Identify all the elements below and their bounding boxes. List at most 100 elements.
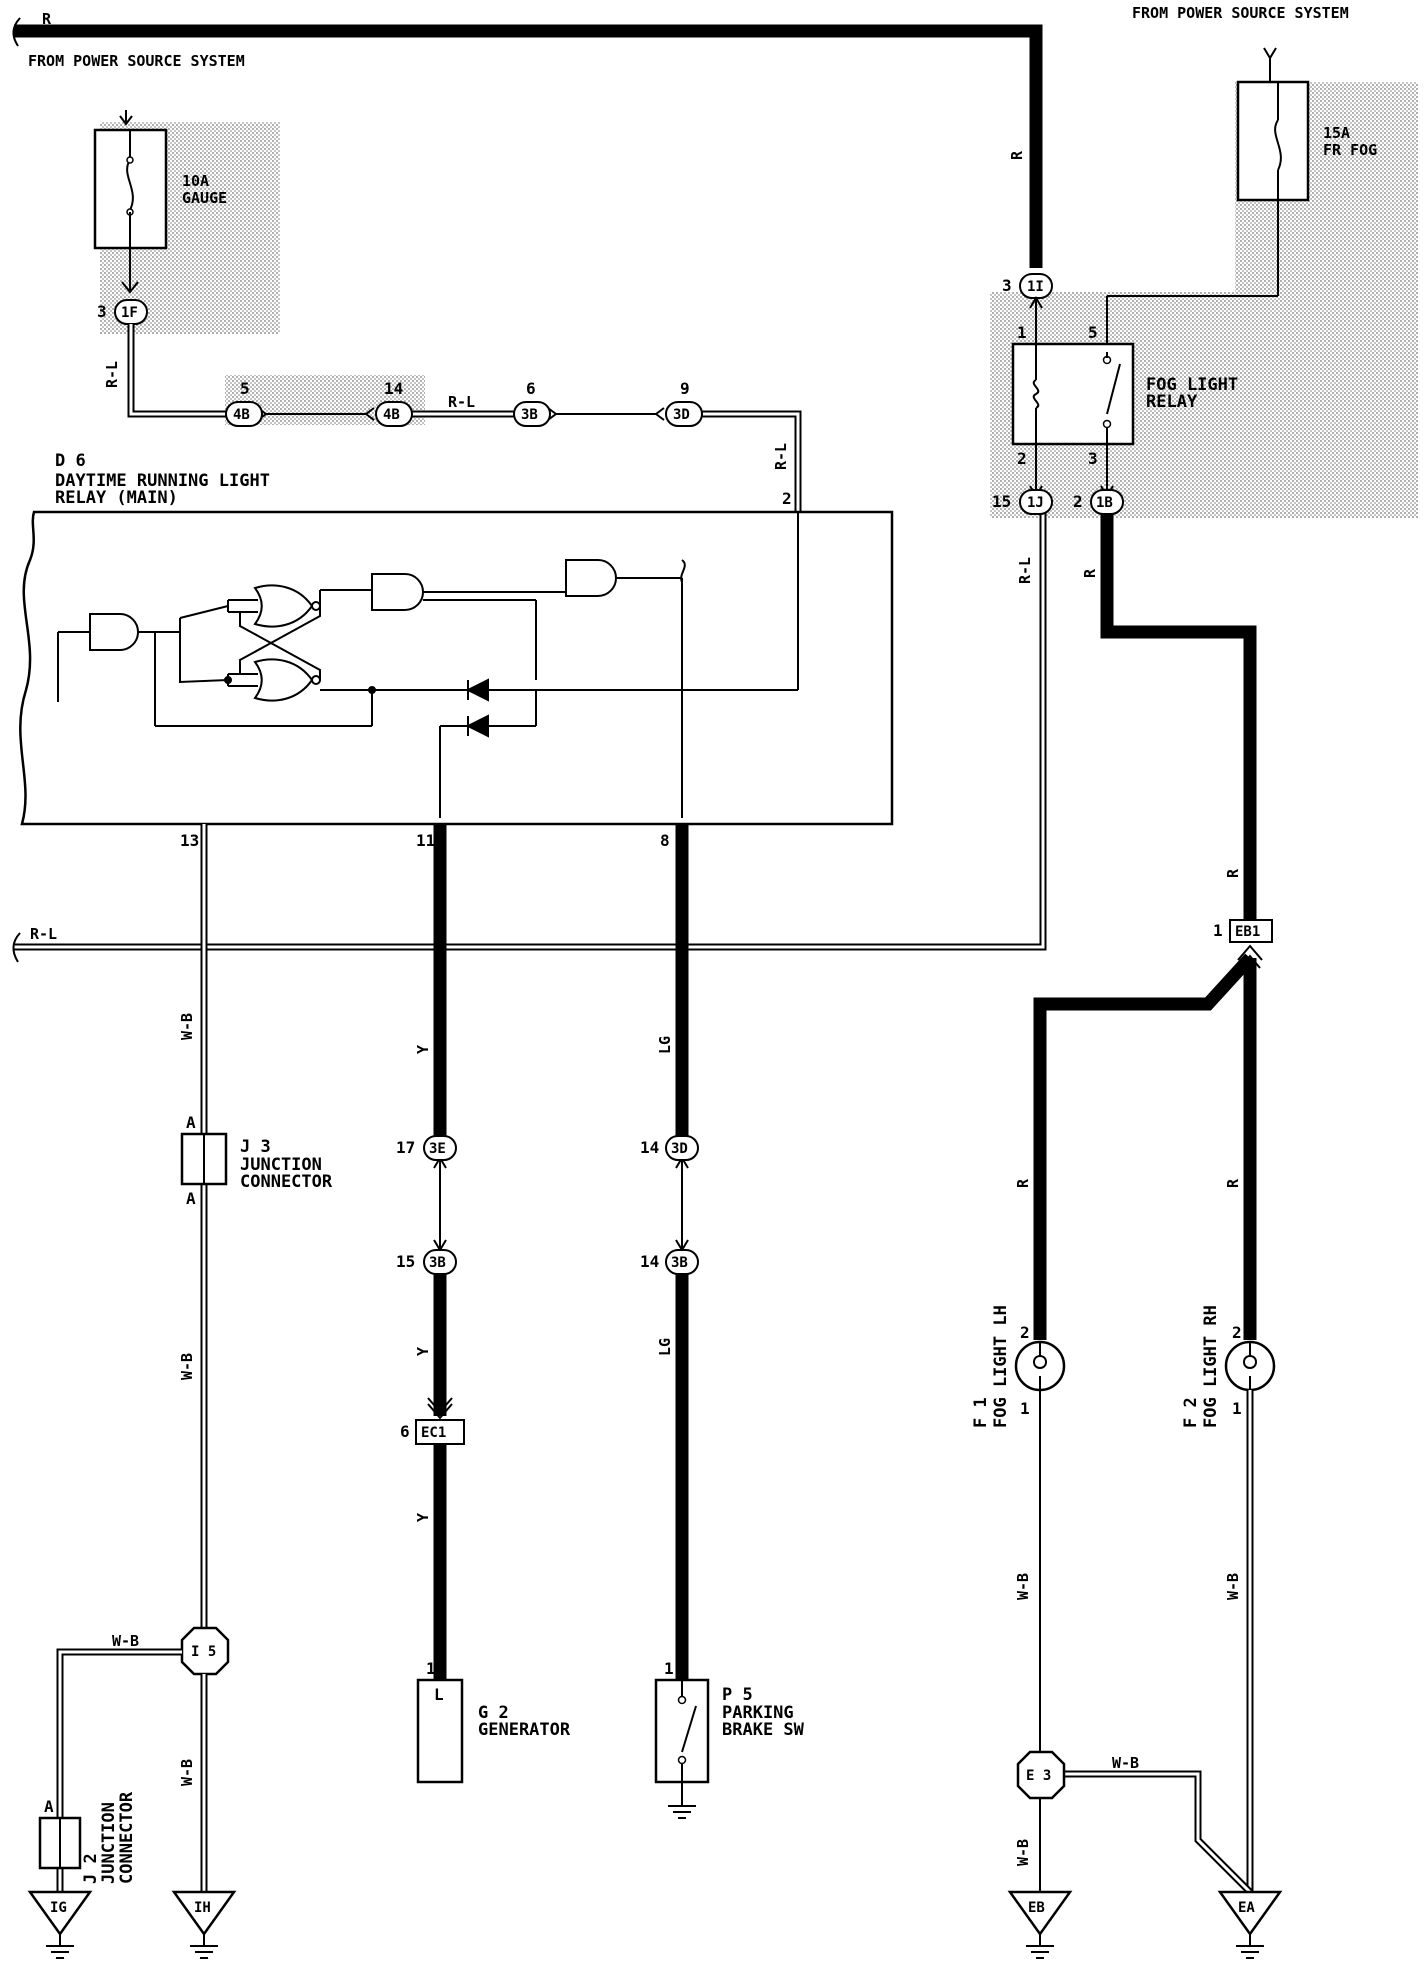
fog-rh-pin-1: 1 — [1232, 1399, 1242, 1418]
svg-text:W-B: W-B — [1014, 1573, 1032, 1600]
svg-text:LG: LG — [656, 1036, 674, 1054]
g2-pin-1: 1 — [426, 1659, 436, 1678]
connector-3b-a: 3B 6 — [513, 379, 551, 427]
j3-title-2: CONNECTOR — [240, 1172, 333, 1192]
junction-connector-j2 — [38, 1816, 82, 1870]
svg-text:3: 3 — [97, 302, 107, 321]
svg-text:EA: EA — [1238, 1900, 1255, 1916]
wire-r-fog: R R — [1081, 514, 1257, 922]
svg-text:W-B: W-B — [1224, 1573, 1242, 1600]
svg-text:EC1: EC1 — [421, 1425, 446, 1441]
svg-text:15: 15 — [992, 492, 1011, 511]
power-source-label-right: FROM POWER SOURCE SYSTEM — [1132, 4, 1349, 22]
fog-lh-pin-2: 2 — [1020, 1323, 1030, 1342]
svg-text:3D: 3D — [673, 407, 690, 423]
j3-title-1: JUNCTION — [240, 1155, 322, 1175]
svg-text:1I: 1I — [1027, 279, 1044, 295]
j2-id: J 2 — [81, 1853, 101, 1884]
ground-ih: IH — [171, 1890, 237, 1959]
svg-text:LG: LG — [656, 1338, 674, 1356]
connector-4b-a: 4B 5 — [225, 379, 263, 427]
svg-text:IG: IG — [50, 1900, 67, 1916]
svg-text:I 5: I 5 — [191, 1644, 216, 1660]
fuse-gauge — [93, 110, 168, 294]
svg-text:15: 15 — [396, 1252, 415, 1271]
svg-text:1F: 1F — [121, 305, 138, 321]
fuse-gauge-name: GAUGE — [182, 189, 227, 207]
fog-light-lh — [1014, 1340, 1066, 1392]
wire-r-top: R R — [12, 10, 1043, 268]
wire-rl-gauge: R-L R-L R-L — [103, 324, 802, 512]
svg-text:14: 14 — [640, 1252, 659, 1271]
svg-text:14: 14 — [384, 379, 403, 398]
svg-text:R: R — [1224, 868, 1242, 878]
g2-name: GENERATOR — [478, 1720, 571, 1740]
svg-text:EB1: EB1 — [1235, 924, 1260, 940]
svg-text:2: 2 — [1073, 492, 1083, 511]
wire-rl-middle: R-L R-L — [12, 510, 1047, 963]
relay-d6-title-1: DAYTIME RUNNING LIGHT — [55, 471, 270, 491]
ground-ig: IG — [27, 1890, 93, 1959]
svg-text:5: 5 — [240, 379, 250, 398]
j3-pin-a-top: A — [186, 1113, 196, 1132]
svg-text:W-B: W-B — [1112, 1754, 1139, 1772]
p5-title-2: BRAKE SW — [722, 1720, 805, 1740]
svg-text:EB: EB — [1028, 1900, 1045, 1916]
p5-pin-1: 1 — [664, 1659, 674, 1678]
fuse-fog-name: FR FOG — [1323, 141, 1377, 159]
svg-text:3E: 3E — [429, 1141, 446, 1157]
svg-text:6: 6 — [526, 379, 536, 398]
svg-text:6: 6 — [400, 1422, 410, 1441]
connector-1i: 1I 3 — [1002, 273, 1053, 299]
fog-relay-title-1: FOG LIGHT — [1146, 375, 1238, 395]
junction-connector-j3 — [180, 1132, 228, 1186]
svg-text:R-L: R-L — [103, 361, 121, 388]
svg-text:W-B: W-B — [178, 1353, 196, 1380]
fog-light-relay — [1011, 296, 1135, 494]
j2-title-2: CONNECTOR — [117, 1791, 137, 1884]
fuse-gauge-rating: 10A — [182, 172, 209, 190]
svg-text:L: L — [434, 1685, 444, 1704]
svg-text:IH: IH — [194, 1900, 211, 1916]
p5-title-1: PARKING — [722, 1703, 794, 1723]
connector-3b-c: 3B 14 — [640, 1249, 699, 1275]
svg-text:1B: 1B — [1096, 495, 1113, 511]
connector-4b-b: 4B 14 — [375, 379, 413, 427]
wire-label-r: R — [42, 10, 52, 28]
svg-text:3B: 3B — [429, 1255, 446, 1271]
svg-text:17: 17 — [396, 1138, 415, 1157]
svg-text:W-B: W-B — [178, 1759, 196, 1786]
fog-relay-pin-5: 5 — [1088, 323, 1098, 342]
connector-3d-b: 3D 14 — [640, 1135, 699, 1161]
p5-id: P 5 — [722, 1685, 753, 1705]
svg-text:4B: 4B — [383, 407, 400, 423]
fog-lh-name: FOG LIGHT LH — [991, 1305, 1011, 1428]
svg-text:Y: Y — [414, 1513, 432, 1522]
connector-3b-b: 3B 15 — [396, 1249, 457, 1275]
fog-lh-id: F 1 — [971, 1397, 991, 1428]
j3-id: J 3 — [240, 1137, 271, 1157]
generator-g2: L — [416, 1678, 464, 1784]
power-source-label-left: FROM POWER SOURCE SYSTEM — [28, 52, 245, 70]
fog-relay-pin-1: 1 — [1017, 323, 1027, 342]
ground-eb: EB — [1007, 1890, 1073, 1959]
connector-1j: 1J 15 — [992, 485, 1053, 515]
relay-d6-id: D 6 — [55, 451, 86, 471]
svg-text:W-B: W-B — [1014, 1839, 1032, 1866]
parking-brake-switch-p5 — [654, 1678, 710, 1819]
wire-r-fog-branches: R R — [1014, 944, 1263, 1340]
junction-i5: I 5 — [180, 1626, 230, 1676]
svg-text:W-B: W-B — [112, 1632, 139, 1650]
fog-rh-pin-2: 2 — [1232, 1323, 1242, 1342]
g2-id: G 2 — [478, 1703, 509, 1723]
j2-title-1: JUNCTION — [99, 1802, 119, 1884]
fog-relay-pin-3: 3 — [1088, 449, 1098, 468]
svg-text:R: R — [1014, 1178, 1032, 1188]
connector-ec1: EC1 6 — [400, 1419, 465, 1445]
svg-text:R-L: R-L — [772, 443, 790, 470]
relay-d6-box — [19, 510, 894, 826]
relay-d6-pin-13: 13 — [180, 831, 199, 850]
j3-pin-a-bottom: A — [186, 1189, 196, 1208]
svg-text:R-L: R-L — [448, 393, 475, 411]
svg-text:Y: Y — [414, 1347, 432, 1356]
